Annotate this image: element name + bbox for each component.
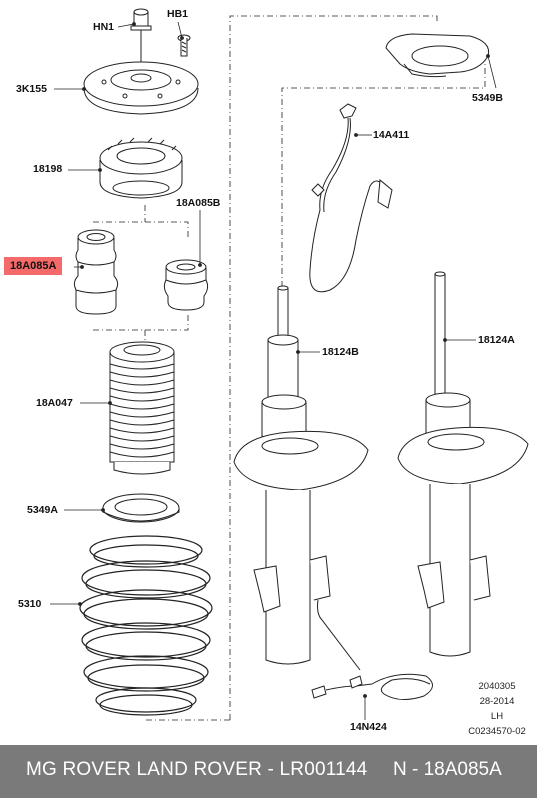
top-mount-3k155	[83, 61, 199, 115]
bump-stop-18a085b	[163, 259, 209, 311]
dust-boot-18a047	[109, 341, 175, 475]
strut-18124a	[397, 271, 529, 657]
label-18124a: 18124A	[478, 334, 515, 346]
label-18a085a-highlighted[interactable]: 18A085A	[4, 257, 63, 275]
label-18a047: 18A047	[36, 397, 73, 409]
info-line-3: LH	[490, 711, 504, 722]
info-line-4: C0234570-02	[468, 726, 526, 737]
nut-hn1	[130, 8, 152, 70]
footer-bar: MG ROVER LAND ROVER - LR001144 N - 18A08…	[0, 745, 537, 798]
info-line-1: 2040305	[478, 681, 516, 692]
bump-stop-18a085a	[73, 229, 119, 315]
parts-diagram: HN1 HB1 3K155 18198 18A085B 18A085A 18A0…	[4, 8, 529, 737]
label-18a085b: 18A085B	[176, 197, 221, 209]
assembly-frame	[93, 15, 486, 721]
label-5349a: 5349A	[27, 504, 58, 516]
leader-lines	[50, 21, 497, 720]
label-18198: 18198	[33, 163, 63, 175]
label-14a411: 14A411	[373, 129, 410, 141]
label-14n424: 14N424	[350, 721, 387, 733]
bearing-18198	[99, 137, 183, 199]
label-5349b: 5349B	[472, 92, 503, 104]
spring-seat-5349a	[102, 493, 180, 523]
label-hn1: HN1	[93, 21, 115, 33]
bolt-hb1	[177, 34, 191, 57]
footer-part-number: N - 18A085A	[393, 759, 502, 780]
info-line-2: 28-2014	[479, 696, 515, 707]
sensor-cable-14a411	[309, 103, 393, 293]
label-hb1: HB1	[167, 8, 189, 20]
wire-harness-14n424	[311, 673, 433, 700]
label-18124b: 18124B	[322, 346, 359, 358]
coil-spring-5310	[79, 535, 213, 716]
label-5310: 5310	[18, 598, 42, 610]
upper-seat-5349b	[385, 33, 490, 78]
footer-brands: MG ROVER LAND ROVER - LR001144	[26, 759, 368, 780]
diagram-canvas	[50, 8, 529, 721]
strut-18124b	[233, 285, 369, 671]
label-3k155: 3K155	[16, 83, 47, 95]
